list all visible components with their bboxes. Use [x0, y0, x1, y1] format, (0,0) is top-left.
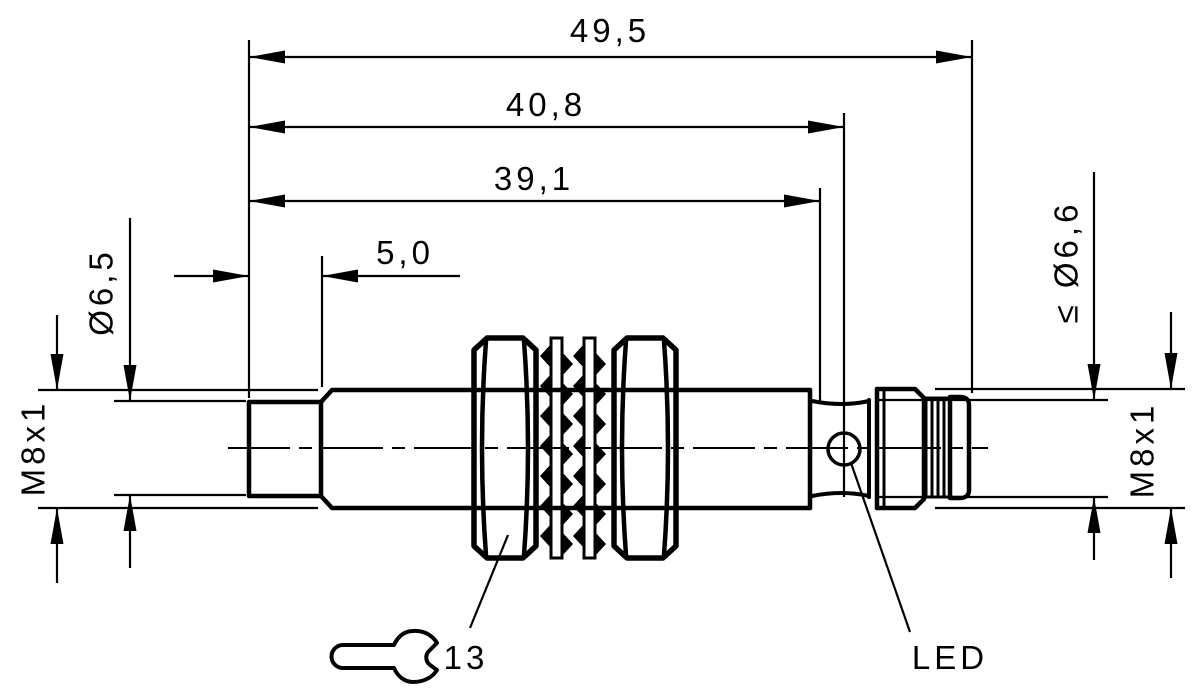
arrowhead: [213, 269, 249, 283]
arrowhead: [50, 508, 64, 544]
dim-to-led-label: 40,8: [506, 86, 586, 123]
tip-diameter-label: Ø6,5: [83, 248, 120, 336]
arrowhead: [1087, 497, 1101, 533]
led-ring-edges: [810, 399, 871, 498]
barrel-top-edge: [318, 387, 813, 405]
arrowhead: [249, 50, 285, 64]
dim-overall-label: 49,5: [570, 12, 650, 49]
arrowhead: [322, 269, 358, 283]
arrowhead: [1164, 353, 1178, 389]
arrowhead: [1087, 364, 1101, 400]
wrench-size-label: 13: [444, 639, 489, 676]
extension-lines: [38, 40, 1185, 510]
arrowhead: [784, 194, 820, 208]
hex-nut-1: [471, 335, 539, 561]
arrowhead: [249, 194, 285, 208]
arrowhead: [936, 50, 972, 64]
arrowhead: [123, 495, 137, 531]
leader-line-wrench-size: [468, 534, 510, 629]
dim-tip-length-label: 5,0: [376, 234, 434, 271]
dim-to-barrel-end-label: 39,1: [494, 160, 574, 197]
lock-washer-2-teeth: [573, 344, 606, 556]
arrowhead: [123, 365, 137, 401]
right-thread-label: M8x1: [1124, 402, 1161, 499]
arrowhead: [50, 354, 64, 390]
lock-washer-1-teeth: [540, 344, 573, 556]
leader-line-led: [849, 462, 912, 633]
arrowhead: [1164, 508, 1178, 544]
led-label: LED: [912, 639, 988, 676]
barrel-bottom-edge: [318, 493, 813, 511]
arrowhead: [249, 120, 285, 134]
connector-max-diameter-label: ≤ Ø6,6: [1048, 201, 1085, 324]
dimension-lines: [50, 50, 1178, 583]
left-thread-label: M8x1: [15, 400, 52, 497]
arrowhead: [808, 120, 844, 134]
wrench-icon: [329, 628, 439, 684]
dimension-labels: 49,5 40,8 39,1 5,0 Ø6,5 M8x1 ≤ Ø6,6 M8x1…: [15, 12, 1161, 676]
